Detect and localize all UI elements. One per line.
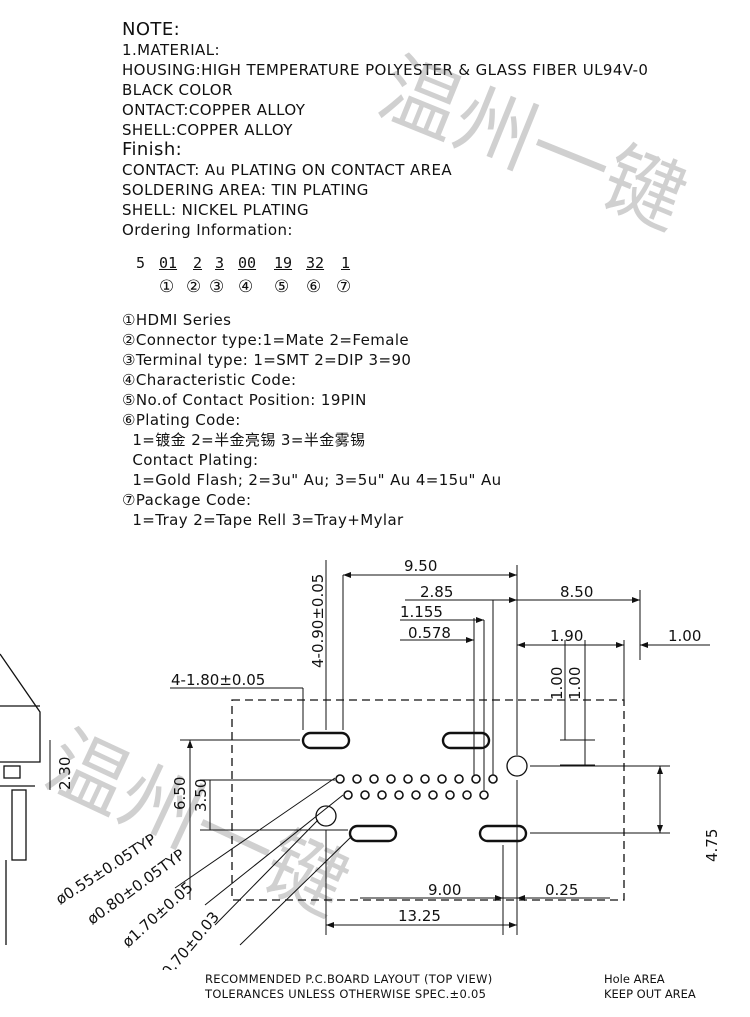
code-part: 19 [274, 254, 293, 272]
dim-label: 9.00 [428, 881, 461, 899]
dim-label: 9.50 [404, 557, 437, 575]
dim-label: 2.85 [420, 583, 453, 601]
dim-label: 6.50 [171, 777, 189, 810]
legend-series: ①HDMI Series [122, 311, 232, 329]
mount-slot [478, 824, 528, 843]
housing-spec: HOUSING:HIGH TEMPERATURE POLYESTER & GLA… [122, 61, 649, 79]
legend-plating-code: ⑥Plating Code: [122, 411, 241, 429]
locating-hole [506, 755, 528, 777]
dim-label: 1.00 [668, 627, 701, 645]
code-part: 2 [193, 254, 203, 272]
dim-label: 4-0.90±0.05 [309, 574, 327, 668]
legend-terminal-type: ③Terminal type: 1=SMT 2=DIP 3=90 [122, 351, 412, 369]
shell-finish-spec: SHELL: NICKEL PLATING [122, 201, 310, 219]
dim-label: 1.00 [548, 667, 566, 700]
soldering-finish-spec: SOLDERING AREA: TIN PLATING [122, 181, 369, 199]
drawing-key: Hole AREA KEEP OUT AREA [604, 972, 696, 1002]
code-part: 01 [159, 254, 178, 272]
drawing-footer: RECOMMENDED P.C.BOARD LAYOUT (TOP VIEW) … [205, 972, 493, 1002]
footer-layout-title: RECOMMENDED P.C.BOARD LAYOUT (TOP VIEW) [205, 972, 493, 986]
ordering-heading: Ordering Information: [122, 221, 293, 239]
contact-material-spec: ONTACT:COPPER ALLOY [122, 101, 306, 119]
code-legend: ①HDMI Series ②Connector type:1=Mate 2=Fe… [122, 310, 682, 530]
marker: ① [159, 277, 175, 297]
dim-label: 13.25 [398, 907, 441, 925]
dim-label: 4-1.80±0.05 [171, 671, 265, 689]
dim-label: 0.25 [545, 881, 578, 899]
marker: ④ [238, 277, 254, 297]
code-part: 5 [136, 254, 146, 272]
side-view-pin [11, 789, 27, 861]
dim-label: 1.155 [400, 603, 443, 621]
legend-package-code: ⑦Package Code: [122, 491, 252, 509]
marker: ⑥ [306, 277, 322, 297]
material-heading: 1.MATERIAL: [122, 41, 220, 59]
marker: ③ [209, 277, 225, 297]
mount-slot [301, 731, 351, 750]
mount-slot [441, 731, 491, 750]
code-part: 1 [341, 254, 351, 272]
legend-package-options: 1=Tray 2=Tape Rell 3=Tray+Mylar [122, 511, 404, 529]
code-part: 00 [238, 254, 257, 272]
legend-characteristic: ④Characteristic Code: [122, 371, 297, 389]
hole-area-label: Hole AREA [604, 972, 665, 986]
finish-heading: Finish: [122, 139, 183, 160]
color-spec: BLACK COLOR [122, 81, 233, 99]
marker: ⑤ [274, 277, 290, 297]
dim-label: 4.75 [703, 829, 721, 862]
legend-contact-plating: Contact Plating: [122, 451, 259, 469]
footer-tolerance: TOLERANCES UNLESS OTHERWISE SPEC.±0.05 [205, 987, 487, 1001]
legend-contact-position: ⑤No.of Contact Position: 19PIN [122, 391, 367, 409]
dim-label: 0.578 [408, 624, 451, 642]
dim-label: 1.00 [566, 667, 584, 700]
dim-label: 3.50 [192, 779, 210, 812]
mount-slot [348, 824, 398, 843]
keep-out-area [231, 699, 625, 901]
code-part: 32 [306, 254, 325, 272]
contact-pads [335, 774, 498, 800]
marker: ② [186, 277, 202, 297]
shell-material-spec: SHELL:COPPER ALLOY [122, 121, 293, 139]
marker: ⑦ [336, 277, 352, 297]
side-view-outline [0, 653, 41, 763]
legend-plating-options: 1=镀金 2=半金亮锡 3=半金雾锡 [122, 431, 366, 449]
code-part: 3 [215, 254, 225, 272]
dim-label: 8.50 [560, 583, 593, 601]
dim-label: 1.90 [550, 627, 583, 645]
keep-out-label: KEEP OUT AREA [604, 987, 696, 1001]
pcb-layout-drawing: 9.50 8.50 2.85 1.155 0.578 1.90 1.00 4-1… [0, 557, 721, 970]
note-title: NOTE: [122, 19, 181, 40]
legend-contact-plating-options: 1=Gold Flash; 2=3u" Au; 3=5u" Au 4=15u" … [122, 471, 502, 489]
notes-block: NOTE: 1.MATERIAL: HOUSING:HIGH TEMPERATU… [122, 20, 682, 240]
side-view-tab [3, 765, 21, 779]
legend-connector-type: ②Connector type:1=Mate 2=Female [122, 331, 410, 349]
contact-finish-spec: CONTACT: Au PLATING ON CONTACT AREA [122, 161, 453, 179]
dim-label: 2.30 [56, 757, 74, 790]
